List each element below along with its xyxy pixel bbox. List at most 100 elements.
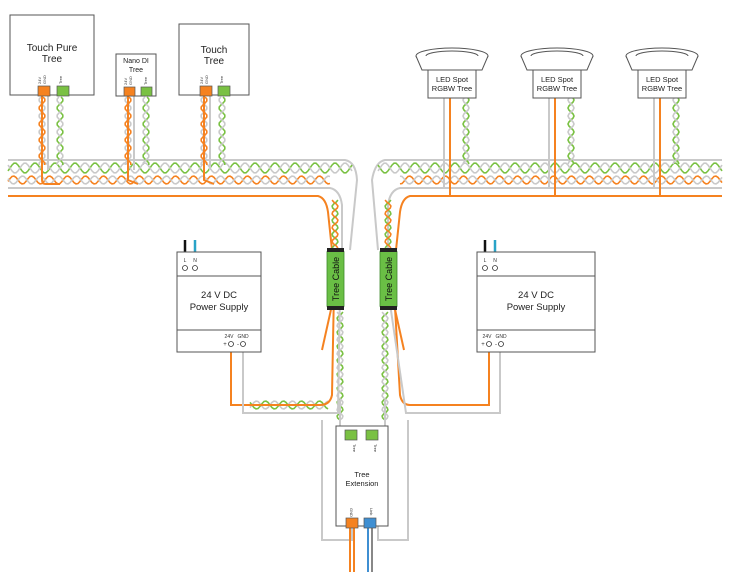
tree-extension-device: Tree Tree Tree Extension GND Link bbox=[335, 425, 389, 529]
touch-device: Touch Tree 24V GND Tree bbox=[178, 23, 250, 97]
drop-touch-pure-orange bbox=[41, 95, 60, 185]
led-spot-2-subtitle: RGBW Tree bbox=[537, 84, 577, 93]
touch-pure-tree-label: Tree bbox=[58, 75, 63, 84]
psu-left-title: 24 V DC bbox=[201, 290, 237, 301]
cable-right-orange-down bbox=[393, 304, 405, 351]
nano-di-tree-label: Tree bbox=[143, 76, 148, 85]
touch-tree-label: Tree bbox=[219, 75, 224, 84]
led-spot-1-subtitle: RGBW Tree bbox=[432, 84, 472, 93]
touch-pure-subtitle: Tree bbox=[42, 54, 63, 65]
ext-tree-label-right: Tree bbox=[373, 444, 378, 453]
psu-left-gnd-label: GND bbox=[237, 334, 249, 340]
drop-wave-grey2-0 bbox=[38, 96, 46, 165]
nano-di-tree-terminal bbox=[140, 86, 153, 97]
psu-right-minus: - bbox=[495, 342, 497, 348]
nano-di-subtitle: Tree bbox=[129, 67, 143, 74]
bus-wave-orange-right bbox=[399, 175, 723, 185]
nano-di-title: Nano DI bbox=[123, 58, 149, 65]
touch-pure-power-terminal bbox=[37, 85, 51, 97]
bus-grey-left bbox=[8, 187, 343, 250]
nano-di-power-terminal bbox=[123, 86, 136, 97]
cable-right-out-green bbox=[381, 311, 389, 421]
tree-cable-right: Tree Cable bbox=[379, 248, 398, 310]
nano-di-24v-label: 24V bbox=[123, 78, 128, 85]
ext-tree-label-left: Tree bbox=[352, 444, 357, 453]
touch-subtitle: Tree bbox=[204, 56, 225, 67]
psu-right-orange bbox=[393, 289, 490, 406]
bus-wave-grey-left-2 bbox=[7, 175, 331, 185]
drop-wave-green-0 bbox=[56, 96, 64, 165]
psu-right-title: 24 V DC bbox=[518, 290, 554, 301]
bus-grey-left-2 bbox=[8, 159, 359, 251]
led-spot-1: LED Spot RGBW Tree bbox=[415, 47, 489, 99]
psu-left-minus: - bbox=[237, 342, 239, 348]
psu-left-plus: + bbox=[223, 342, 227, 348]
power-supply-left: L N 24 V DC Power Supply 24V GND + - bbox=[176, 240, 262, 353]
psu-left-24v-label: 24V bbox=[225, 334, 235, 340]
touch-pure-24v-label: 24V bbox=[37, 77, 42, 84]
psu-right-l-label: L bbox=[484, 258, 487, 264]
ext-tree-terminal-right bbox=[365, 429, 379, 441]
bus-wave-grey-right-2 bbox=[399, 175, 723, 185]
touch-24v-label: 24V bbox=[199, 77, 204, 84]
touch-pure-device: Touch Pure Tree 24V GND Tree bbox=[9, 14, 95, 97]
led-wave-green-1 bbox=[567, 97, 575, 165]
drop-wave-grey-0 bbox=[56, 96, 64, 165]
led-wave-green-0 bbox=[462, 97, 470, 165]
led-wave-grey-2 bbox=[672, 97, 680, 165]
drop-wave-grey2-1 bbox=[124, 96, 132, 165]
led-wave-grey-1 bbox=[567, 97, 575, 165]
drop-wave-grey-1 bbox=[142, 96, 150, 165]
bus-grey-right-2 bbox=[370, 159, 722, 251]
ext-link-label: Link bbox=[369, 508, 374, 515]
cable-left-in-orange bbox=[331, 199, 339, 249]
twisted-pair-waves bbox=[7, 96, 723, 421]
drop-wave-orange-2 bbox=[200, 96, 208, 165]
psu-right-grey bbox=[387, 289, 501, 414]
drop-wave-orange-1 bbox=[124, 96, 132, 165]
psu-left-l-label: L bbox=[184, 258, 187, 264]
cable-left-orange-down bbox=[321, 304, 333, 351]
psu-right-plus: + bbox=[481, 342, 485, 348]
touch-pure-tree-terminal bbox=[56, 85, 70, 97]
tree-cable-left: Tree Cable bbox=[326, 248, 345, 310]
cable-left-out-grey bbox=[336, 311, 344, 421]
touch-title: Touch bbox=[201, 45, 228, 56]
led-spot-3-title: LED Spot bbox=[646, 75, 679, 84]
bus-orange-left bbox=[8, 195, 333, 251]
drop-nano-orange bbox=[127, 96, 139, 185]
touch-power-terminal bbox=[199, 85, 213, 97]
lower-wires bbox=[230, 289, 501, 572]
led-spot-2: LED Spot RGBW Tree bbox=[520, 47, 594, 99]
psu-left-n-label: N bbox=[193, 258, 197, 264]
nano-di-gnd-label: GND bbox=[128, 76, 133, 85]
led-spot-1-title: LED Spot bbox=[436, 75, 469, 84]
tree-extension-subtitle: Extension bbox=[346, 479, 379, 488]
tree-cable-right-label: Tree Cable bbox=[384, 257, 394, 301]
touch-gnd-label: GND bbox=[204, 75, 209, 84]
tree-extension-title: Tree bbox=[354, 470, 369, 479]
bus-orange-right bbox=[395, 195, 722, 251]
nano-di-device: Nano DI Tree 24V GND Tree bbox=[115, 53, 157, 97]
ext-tree-terminal-left bbox=[344, 429, 358, 441]
cable-right-out-grey bbox=[381, 311, 389, 421]
bus-wave-grey-left bbox=[7, 162, 353, 174]
ext-link-terminal bbox=[363, 517, 377, 529]
touch-tree-terminal bbox=[217, 85, 231, 97]
psu-right-24v-label: 24V bbox=[483, 334, 493, 340]
drop-wave-grey-2 bbox=[218, 96, 226, 165]
drop-wave-green-1 bbox=[142, 96, 150, 165]
ext-bottom-grey-left bbox=[321, 420, 353, 541]
drop-wires bbox=[41, 95, 661, 196]
ext-gnd-label: GND bbox=[349, 508, 354, 517]
touch-pure-gnd-label: GND bbox=[42, 75, 47, 84]
psu-left-grey bbox=[242, 289, 341, 414]
tree-bus bbox=[8, 159, 722, 251]
power-supply-right: L N 24 V DC Power Supply 24V GND + - bbox=[476, 240, 596, 353]
led-spot-3-subtitle: RGBW Tree bbox=[642, 84, 682, 93]
psu-right-gnd-label: GND bbox=[495, 334, 507, 340]
drop-touch-orange bbox=[203, 95, 215, 185]
ext-power-terminal bbox=[345, 517, 359, 529]
